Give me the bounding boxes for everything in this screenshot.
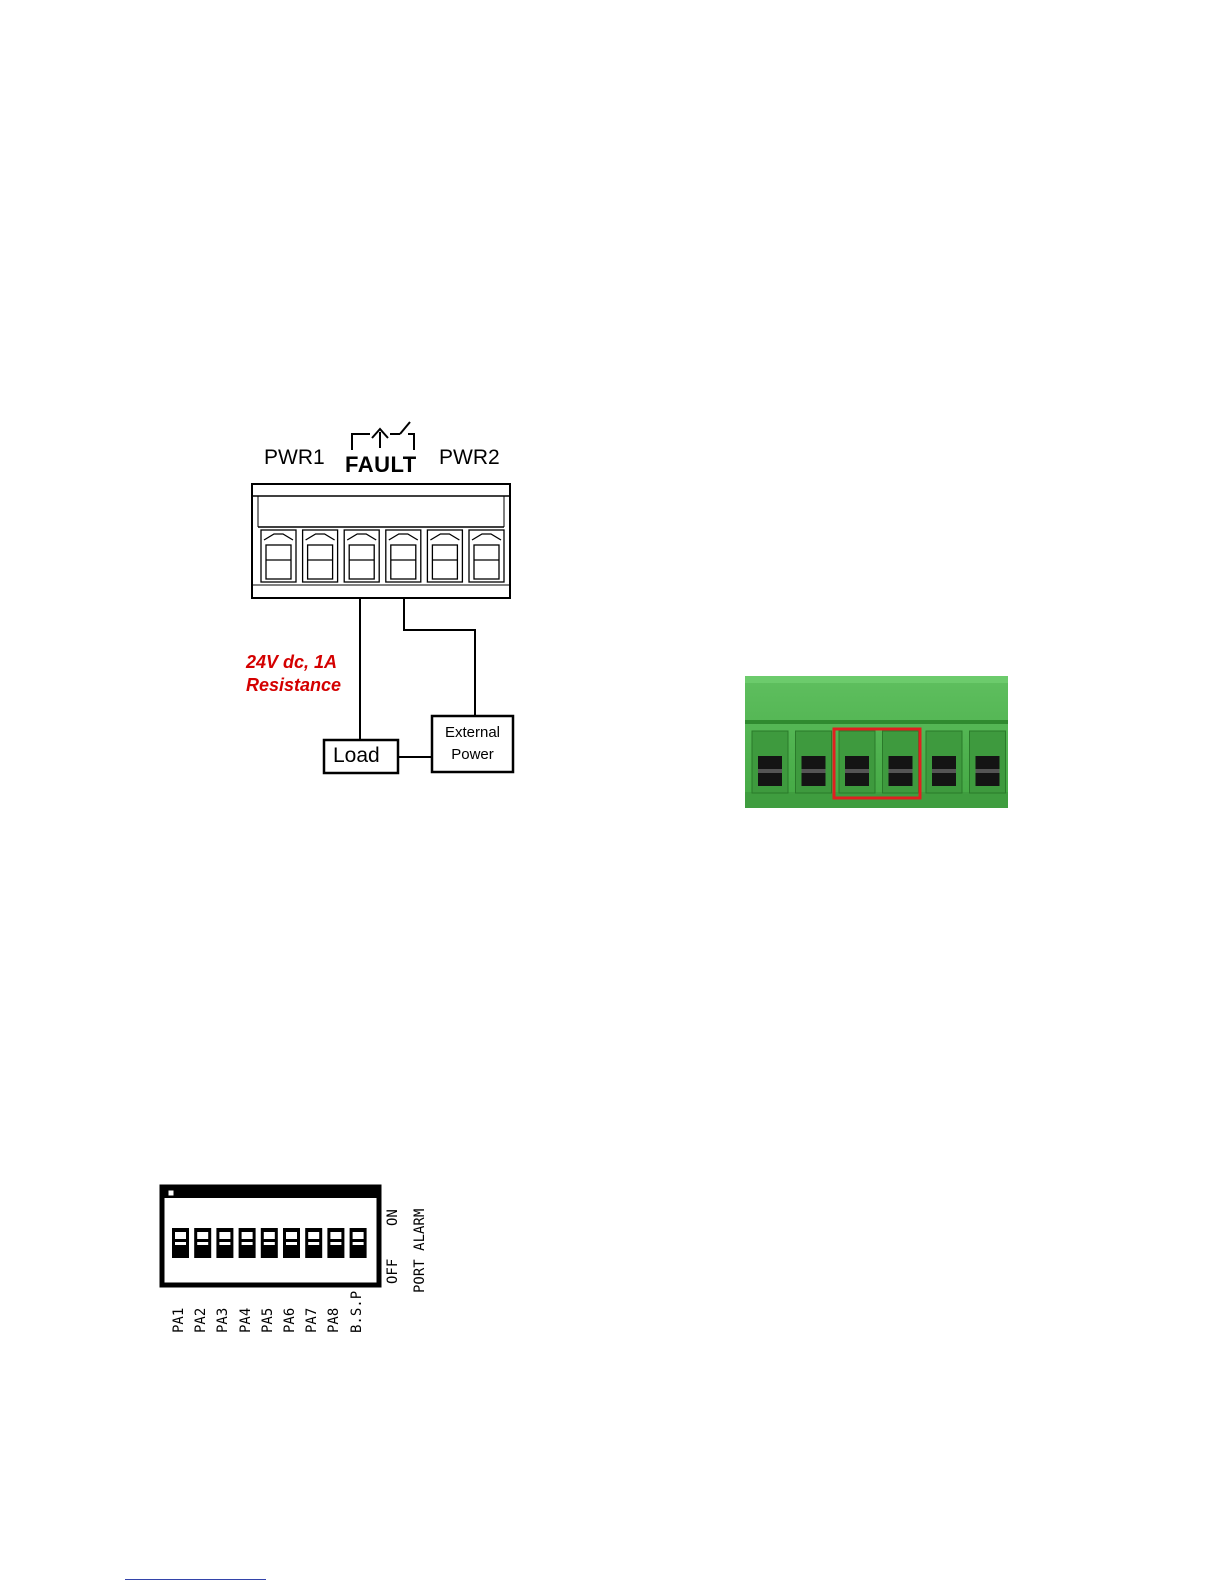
- terminal-slots: [261, 530, 504, 582]
- dip-switch: [350, 1228, 367, 1258]
- off-label: OFF: [385, 1259, 401, 1284]
- dip-switch-label: PA8: [326, 1308, 342, 1333]
- external-power-line-1: External: [432, 722, 513, 744]
- terminal-block-drawing: [252, 484, 510, 598]
- terminal-photo-slot: [839, 731, 875, 793]
- dip-switch: [194, 1228, 211, 1258]
- terminal-slot-drawing: [427, 530, 462, 582]
- terminal-block-photo: [745, 676, 1008, 808]
- relay-switch-symbol: [352, 422, 414, 450]
- terminal-slot-drawing: [344, 530, 379, 582]
- footnote-separator: [125, 1579, 266, 1580]
- on-label: ON: [385, 1209, 401, 1226]
- dip-switch: [172, 1228, 189, 1258]
- dip-switch: [283, 1228, 300, 1258]
- terminal-photo-slot: [926, 731, 962, 793]
- terminal-photo-slot: [883, 731, 919, 793]
- dip-switch: [327, 1228, 344, 1258]
- dip-switch-label: PA1: [171, 1308, 187, 1333]
- relay-wiring-drawing: [0, 0, 1225, 900]
- terminal-photo-slot: [796, 731, 832, 793]
- terminal-photo-slot: [752, 731, 788, 793]
- dip-switch: [239, 1228, 256, 1258]
- dip-switch-label: PA7: [304, 1308, 320, 1333]
- dip-switch-label: PA5: [260, 1308, 276, 1333]
- spec-text: 24V dc, 1A Resistance: [246, 651, 341, 697]
- dip-switch: [305, 1228, 322, 1258]
- dip-switches: [172, 1228, 367, 1258]
- terminal-slot-drawing: [303, 530, 338, 582]
- external-power-label: External Power: [432, 722, 513, 766]
- dip-switch-label: PA3: [215, 1308, 231, 1333]
- spec-line-2: Resistance: [246, 674, 341, 697]
- dip-switch: [261, 1228, 278, 1258]
- external-power-line-2: Power: [432, 744, 513, 766]
- dip-switch-label: PA6: [282, 1308, 298, 1333]
- port-alarm-label: PORT ALARM: [412, 1209, 428, 1293]
- dip-switch-label: PA2: [193, 1308, 209, 1333]
- load-label: Load: [333, 744, 380, 768]
- terminal-slot-drawing: [386, 530, 421, 582]
- dip-switch-label: PA4: [238, 1308, 254, 1333]
- terminal-slot-drawing: [469, 530, 504, 582]
- dip-switch-label: B.S.P: [349, 1291, 365, 1333]
- terminal-slot-drawing: [261, 530, 296, 582]
- dip-switch: [216, 1228, 233, 1258]
- dip-switch-drawing: [150, 1176, 390, 1296]
- terminal-photo-slot: [970, 731, 1006, 793]
- spec-line-1: 24V dc, 1A: [246, 651, 341, 674]
